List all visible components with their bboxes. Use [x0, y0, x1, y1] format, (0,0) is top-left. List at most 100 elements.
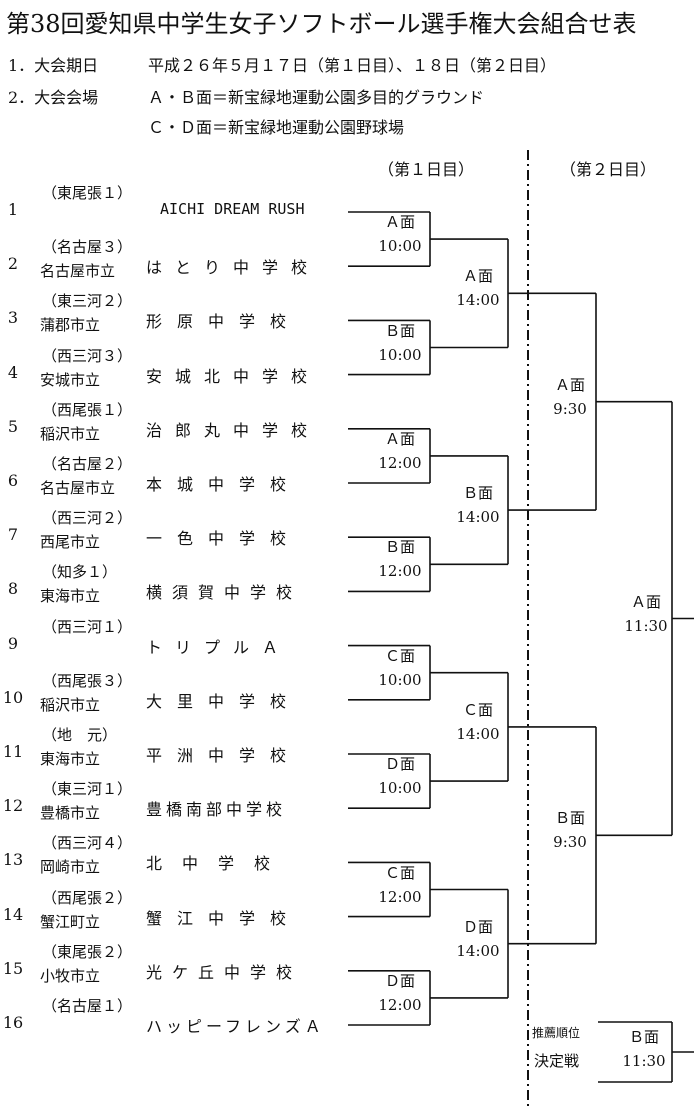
round2-match-time: 14:00 — [456, 941, 500, 960]
semi-match-time: 9:30 — [553, 399, 587, 418]
team-region: （名古屋２） — [42, 455, 133, 473]
page-title: 第38回愛知県中学生女子ソフトボール選手権大会組合せ表 — [6, 10, 637, 38]
team-city: 豊橋市立 — [40, 804, 101, 823]
team-city: 蟹江町立 — [40, 912, 101, 931]
team-number: 10 — [2, 687, 24, 707]
round1-match-field: Ｄ面 — [384, 755, 415, 774]
round1-match-field: Ｃ面 — [384, 863, 415, 882]
team-number: 14 — [2, 904, 24, 924]
team-city: 名古屋市立 — [40, 479, 116, 497]
round1-match-field: Ｂ面 — [384, 538, 415, 557]
semi-match-time: 9:30 — [553, 833, 587, 852]
team-number: 6 — [7, 471, 19, 490]
team-region: （東三河１） — [42, 780, 133, 799]
team-name: 平洲中学校 — [146, 746, 302, 765]
team-region: （東尾張２） — [42, 942, 133, 961]
team-number: 13 — [2, 850, 24, 870]
final-match-field: Ａ面 — [630, 592, 661, 611]
placement-label: 推薦順位 — [532, 1026, 581, 1040]
team-city: 名古屋市立 — [40, 262, 116, 281]
team-region: （名古屋１） — [42, 997, 133, 1015]
round1-match-time: 12:00 — [378, 562, 422, 581]
team-number: 5 — [7, 416, 19, 436]
team-city: 蒲郡市立 — [40, 316, 101, 335]
team-number: 9 — [7, 633, 19, 653]
team-number: 7 — [7, 525, 19, 545]
team-region: （地 元） — [42, 726, 118, 744]
round2-match-time: 14:00 — [456, 724, 500, 743]
team-number: 2 — [7, 254, 19, 274]
team-region: （東三河２） — [42, 292, 133, 311]
team-name: 光ケ丘中学校 — [146, 962, 303, 982]
placement-match-time: 11:30 — [622, 1052, 666, 1070]
team-name: 豊橋南部中学校 — [146, 800, 287, 820]
round1-match-field: Ｂ面 — [384, 321, 415, 340]
semi-match-field: Ａ面 — [554, 375, 585, 394]
team-city: 岡崎市立 — [40, 858, 101, 877]
team-city: 東海市立 — [40, 587, 101, 606]
team-name: AICHI DREAM RUSH — [160, 200, 305, 218]
round2-match-field: Ａ面 — [462, 267, 493, 286]
info-date-value: 平成２６年５月１７日（第１日目）、１８日（第２日目） — [148, 56, 557, 75]
round1-match-time: 12:00 — [378, 887, 422, 906]
info-venue-value-cd: Ｃ・Ｄ面＝新宝緑地運動公園野球場 — [148, 118, 405, 137]
round1-match-time: 10:00 — [378, 345, 422, 364]
team-number: 16 — [2, 1013, 24, 1032]
semi-match-field: Ｂ面 — [554, 809, 585, 828]
team-number: 8 — [7, 579, 19, 599]
round1-match-field: Ａ面 — [384, 429, 415, 448]
team-region: （西尾張１） — [42, 400, 133, 419]
round1-match-time: 10:00 — [378, 237, 422, 256]
round1-match-field: Ｃ面 — [384, 646, 415, 665]
team-city: 安城市立 — [40, 370, 101, 389]
info-venue-label: 2．大会会場 — [8, 88, 99, 107]
team-name: 治郎丸中学校 — [146, 420, 321, 440]
team-region: （西三河２） — [42, 509, 133, 528]
round1-match-time: 12:00 — [378, 453, 422, 472]
team-name: はとり中学校 — [146, 258, 321, 278]
team-name: 北中学校 — [146, 854, 291, 874]
team-name: 本城中学校 — [146, 475, 302, 494]
team-region: （西尾張３） — [42, 671, 133, 690]
team-city: 稲沢市立 — [40, 695, 101, 714]
team-city: 稲沢市立 — [40, 424, 101, 443]
team-number: 12 — [2, 796, 24, 816]
placement-match-field: Ｂ面 — [628, 1028, 659, 1046]
team-number: 15 — [2, 958, 24, 978]
team-name: 形原中学校 — [146, 312, 302, 332]
team-number: 1 — [7, 200, 19, 219]
round2-match-time: 14:00 — [456, 291, 500, 310]
team-name: 横須賀中学校 — [146, 583, 303, 603]
team-city: 東海市立 — [40, 750, 101, 768]
round1-match-field: Ｄ面 — [384, 971, 415, 990]
team-region: （西三河４） — [42, 834, 133, 853]
team-number: 4 — [7, 362, 19, 382]
round1-match-time: 12:00 — [378, 995, 422, 1014]
team-name: ハッピーフレンズＡ — [146, 1017, 325, 1036]
info-date-label: 1．大会期日 — [8, 56, 99, 75]
round2-match-field: Ｃ面 — [462, 700, 493, 719]
team-region: （東尾張１） — [42, 184, 133, 202]
team-city: 小牧市立 — [40, 966, 101, 985]
round1-match-time: 10:00 — [378, 670, 422, 689]
round2-match-time: 14:00 — [456, 508, 500, 527]
team-number: 3 — [7, 308, 19, 328]
team-name: 大里中学校 — [146, 691, 302, 711]
team-name: 蟹江中学校 — [146, 908, 302, 928]
team-region: （西三河３） — [42, 346, 133, 365]
team-name: トリプルＡ — [146, 637, 292, 657]
day1-label: （第１日目） — [378, 160, 475, 179]
team-name: 一色中学校 — [146, 529, 302, 549]
team-number: 11 — [2, 742, 24, 761]
round2-match-field: Ｄ面 — [462, 917, 493, 936]
info-venue-value-ab: Ａ・Ｂ面＝新宝緑地運動公園多目的グラウンド — [148, 88, 485, 107]
team-region: （知多１） — [42, 563, 118, 582]
placement-label-2: 決定戦 — [534, 1052, 580, 1070]
team-name: 安城北中学校 — [146, 366, 321, 386]
round1-match-field: Ａ面 — [384, 213, 415, 232]
team-region: （西三河１） — [42, 617, 133, 636]
round1-match-time: 10:00 — [378, 779, 422, 798]
team-region: （西尾張２） — [42, 888, 133, 907]
team-city: 西尾市立 — [40, 533, 101, 552]
